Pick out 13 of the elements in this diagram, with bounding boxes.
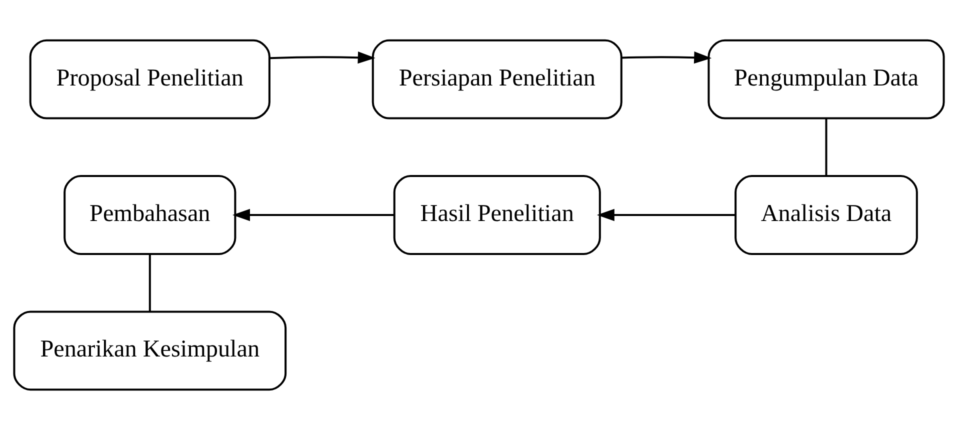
node-box: Hasil Penelitian [393,175,601,255]
node-box: Persiapan Penelitian [372,39,622,120]
arrow [596,208,736,222]
arrow [270,51,376,64]
connector [825,118,828,176]
arrow [232,208,394,222]
node-box: Analisis Data [734,175,918,255]
node-box: Pembahasan [64,175,236,255]
node-box: Penarikan Kesimpulan [13,310,287,391]
arrow [621,51,712,64]
node-box: Proposal Penelitian [29,39,270,120]
connector [148,254,151,312]
node-box: Pengumpulan Data [708,39,945,120]
